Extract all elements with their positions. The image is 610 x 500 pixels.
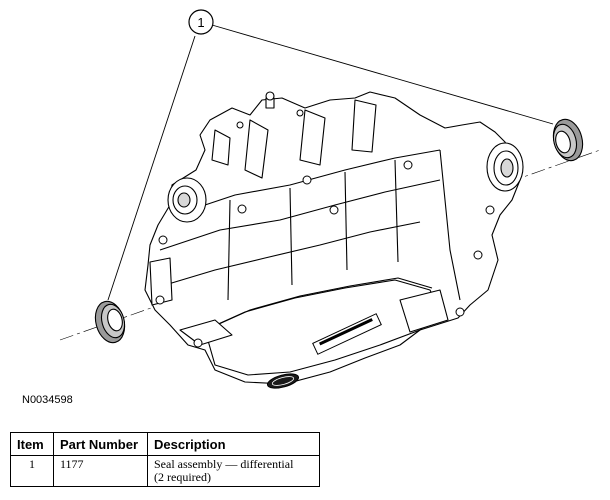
differential-seal-left: [94, 300, 126, 344]
cell-description: Seal assembly — differential (2 required…: [147, 455, 320, 487]
header-item: Item: [10, 432, 54, 456]
description-line-1: Seal assembly — differential: [154, 457, 294, 471]
callout-number: 1: [197, 15, 204, 30]
cell-part-number: 1177: [53, 455, 148, 487]
left-output-bore: [167, 177, 207, 223]
table-row: 1 1177 Seal assembly — differential (2 r…: [10, 455, 320, 487]
transaxle-housing: [144, 91, 521, 385]
callout-circle: [188, 9, 214, 35]
right-output-bore: [486, 142, 524, 192]
transaxle-illustration: 1: [59, 9, 601, 389]
bolts: [155, 109, 495, 348]
parts-table-header-row: Item Part Number Description: [10, 432, 320, 456]
oval-logo-icon: [266, 373, 300, 389]
leader-line-right: [211, 24, 554, 125]
callout-1: 1: [107, 9, 554, 301]
figure-id: N0034598: [22, 394, 73, 406]
parts-table: Item Part Number Description 1 1177 Seal…: [10, 432, 320, 487]
description-line-2: (2 required): [154, 470, 211, 484]
leader-line-left: [107, 35, 196, 301]
pan-label-area: [312, 313, 382, 355]
header-description: Description: [147, 432, 320, 456]
cell-item: 1: [10, 455, 54, 487]
header-part-number: Part Number: [53, 432, 148, 456]
differential-seal-right: [552, 118, 584, 162]
